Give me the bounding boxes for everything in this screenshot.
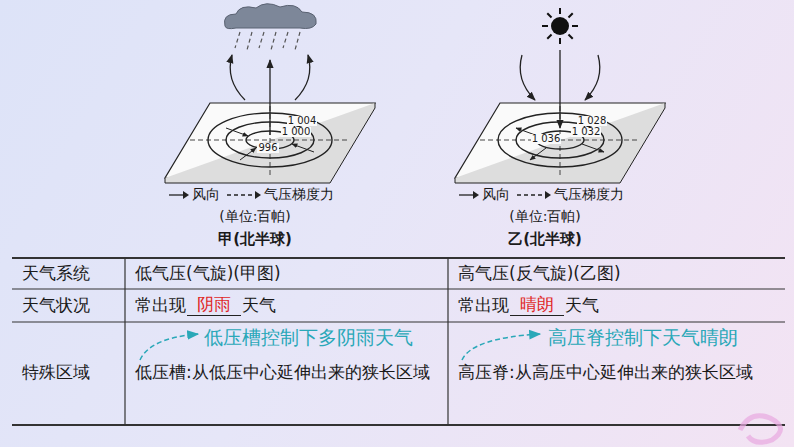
sun-ray: [568, 13, 572, 17]
table-cell: 低压槽:从低压中心延伸出来的狭长区域: [135, 362, 441, 383]
answer-text: 阴雨: [187, 295, 241, 316]
table-cell: 低气压(气旋)(甲图): [135, 263, 281, 284]
sun-ray: [559, 38, 561, 44]
table-cell: 常出现: [135, 295, 186, 316]
legend-item: 风向: [458, 186, 510, 204]
legend-text: 风向: [192, 186, 220, 204]
table-cell: 高压脊:从高压中心延伸出来的狭长区域: [458, 362, 778, 383]
callout-arrow: [140, 334, 198, 360]
dashed-arrow-sample: [516, 189, 552, 201]
callout-note: 低压槽控制下多阴雨天气: [204, 326, 413, 350]
decoration: [740, 416, 781, 443]
sun-ray: [572, 25, 578, 27]
arrow-sample: [458, 189, 480, 201]
callout-note: 高压脊控制下天气晴朗: [548, 326, 738, 350]
sun-ray: [547, 13, 551, 17]
legend-text: 风向: [482, 186, 510, 204]
sun-ray: [568, 34, 572, 38]
figure-caption: 甲(北半球): [218, 230, 292, 249]
isobar-value: 1 028: [577, 116, 608, 126]
table-cell: 常出现: [458, 295, 509, 316]
legend-item: 气压梯度力: [516, 186, 624, 204]
unit-note: (单位:百帕): [509, 208, 581, 226]
high-pressure-figure: [455, 8, 665, 183]
table-header: 天气状况: [22, 295, 90, 316]
answer-text: 晴朗: [510, 295, 564, 316]
legend-item: 气压梯度力: [226, 186, 334, 204]
isobar-value: 1 000: [281, 127, 312, 137]
isobar-value: 1 004: [287, 116, 318, 126]
isobar-value: 1 032: [571, 127, 602, 137]
table-header: 特殊区域: [22, 362, 90, 383]
legend-text: 气压梯度力: [264, 186, 334, 204]
table-grid: [12, 258, 785, 425]
callout-arrow: [462, 334, 540, 360]
dashed-arrow-sample: [226, 189, 262, 201]
sun-ray: [542, 25, 548, 27]
table-cell: 天气: [242, 295, 276, 316]
figure-caption: 乙(北半球): [508, 230, 582, 249]
table-cell: 天气: [565, 295, 599, 316]
unit-note: (单位:百帕): [219, 208, 291, 226]
legend-text: 气压梯度力: [554, 186, 624, 204]
table-cell: 高气压(反气旋)(乙图): [458, 263, 621, 284]
table-header: 天气系统: [22, 263, 90, 284]
sun-ray: [547, 34, 551, 38]
arrow-sample: [168, 189, 190, 201]
legend-item: 风向: [168, 186, 220, 204]
isobar-value: 1 036: [531, 134, 562, 144]
sun-ray: [559, 8, 561, 14]
isobar-value: 996: [257, 143, 278, 153]
low-pressure-figure: [165, 4, 375, 183]
